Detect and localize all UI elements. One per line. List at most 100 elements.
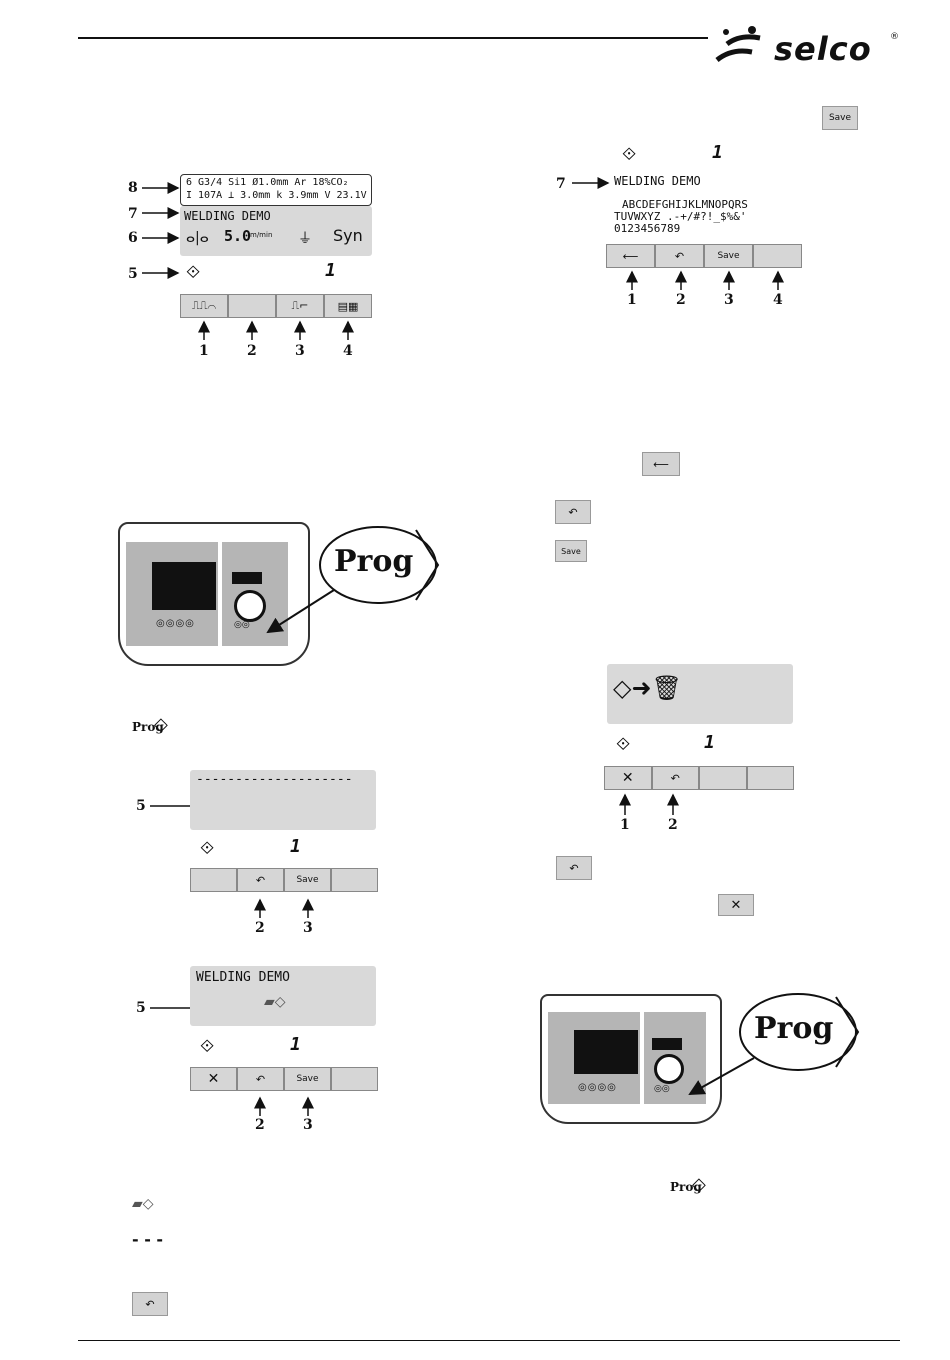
fig1-key-2[interactable] [228, 294, 276, 318]
panel-small-buttons[interactable]: ◎◎ [654, 1084, 670, 1094]
fig3-counter: 1 [290, 836, 301, 857]
wire-feed-icon: ⴰ|ⴰ [186, 230, 209, 246]
fig6-key-3[interactable] [699, 766, 747, 790]
fig6-keybar: ✕ ↶ [604, 766, 794, 790]
fig1-callout-6: 6 [128, 230, 138, 246]
fig4-key-1[interactable]: ✕ [190, 1067, 237, 1091]
fig5-key-1[interactable]: ⟵ [606, 244, 655, 268]
wire-speed-unit: m/min [250, 231, 273, 239]
fig1-callout-5: 5 [128, 266, 138, 282]
prog-inline-icon: Prog ◇ [132, 714, 168, 735]
fig3-key-num-3: 3 [303, 920, 313, 936]
panel-mini-display [652, 1038, 682, 1050]
fig4-key-3[interactable]: Save [284, 1067, 331, 1091]
brand-text: selco [774, 30, 872, 68]
fig1-callout-8: 8 [128, 180, 138, 196]
fig1-key-1[interactable]: ⎍⎍⌒ [180, 294, 228, 318]
fig5-key-num-3: 3 [724, 292, 734, 308]
fig3-callout-5: 5 [136, 798, 146, 814]
delete-program-icon: ◇➜🗑 [613, 674, 683, 702]
pulse-icon: ⎍⌐ [291, 299, 309, 312]
save-icon: Save [296, 1074, 319, 1084]
panel-buttons[interactable]: ◎◎◎◎ [156, 618, 195, 629]
fig3-key-4[interactable] [331, 868, 378, 892]
memory-chip-icon: ▰◇ [264, 994, 286, 1010]
fig1-key-4[interactable]: ▤▦ [324, 294, 372, 318]
back-icon: ↶ [255, 873, 266, 887]
synergic-mode: Syn [333, 226, 363, 245]
header-rule [78, 37, 708, 39]
left-arrow-icon: ⟵ [622, 249, 639, 263]
menu-grid-icon: ▤▦ [337, 299, 359, 313]
back-icon: ↶ [255, 1072, 266, 1086]
fig6-key-4[interactable] [746, 766, 794, 790]
fig5-counter: 1 [712, 142, 723, 163]
fig4-key-4[interactable] [331, 1067, 378, 1091]
program-counter: 1 [325, 260, 336, 281]
panel-screen [574, 1030, 638, 1074]
fig3-key-1[interactable] [190, 868, 237, 892]
fig1-key-3[interactable]: ⎍⌐ [276, 294, 324, 318]
fig3-key-2[interactable]: ↶ [237, 868, 284, 892]
fig4-lcd: WELDING DEMO ▰◇ [190, 966, 376, 1026]
fig4-key-num-2: 2 [255, 1117, 265, 1133]
registered-mark: ® [890, 32, 899, 42]
left-arrow-key: ⟵ [642, 452, 680, 476]
panel-knob[interactable] [654, 1054, 684, 1084]
panel-mini-display [232, 572, 262, 584]
panel-knob[interactable] [234, 590, 266, 622]
back-icon: ↶ [568, 505, 578, 519]
back-icon: ↶ [569, 861, 579, 875]
wire-speed: 5.0 [224, 227, 252, 245]
back-icon: ↶ [145, 1297, 155, 1311]
fig6-program-icon: ⟐ [616, 734, 631, 755]
fig4-program-icon: ⟐ [200, 1036, 215, 1057]
fig1-key-num-1: 1 [199, 343, 209, 359]
fig4-title: WELDING DEMO [196, 970, 290, 985]
info-line-1: 6 G3/4 Si1 Ø1.0mm Ar 18%CO₂ [186, 177, 349, 188]
fig1-key-num-3: 3 [295, 343, 305, 359]
back-key-inline: ↶ [555, 500, 591, 524]
fig6-key-num-2: 2 [668, 817, 678, 833]
fig3-key-num-2: 2 [255, 920, 265, 936]
fig6-key-num-1: 1 [620, 817, 630, 833]
fig1-callout-7: 7 [128, 206, 138, 222]
footer-rule [78, 1340, 900, 1341]
fig6-key-1[interactable]: ✕ [604, 766, 652, 790]
info-box: 6 G3/4 Si1 Ø1.0mm Ar 18%CO₂ I 107A ⟂ 3.0… [180, 174, 372, 206]
legend-dashes: - - - [132, 1230, 164, 1249]
selco-logo: selco ® [712, 22, 902, 70]
fig5-key-4[interactable] [753, 244, 802, 268]
fig5-key-2[interactable]: ↶ [655, 244, 704, 268]
prog-inline-label: Prog [670, 1180, 702, 1194]
fig4-keybar: ✕ ↶ Save [190, 1067, 378, 1091]
program-title: WELDING DEMO [184, 209, 271, 223]
fig5-key-3[interactable]: Save [704, 244, 753, 268]
main-lcd: WELDING DEMO ⴰ|ⴰ 5.0 m/min ⏚ Syn [180, 206, 372, 256]
fig4-counter: 1 [290, 1034, 301, 1055]
fig3-dashes: -------------------- [196, 772, 353, 787]
fig5-keybar: ⟵ ↶ Save [606, 244, 802, 268]
fig7-prog-label: Prog [754, 1011, 834, 1046]
close-key-inline: ✕ [718, 894, 754, 916]
fig5-key-num-4: 4 [773, 292, 783, 308]
wire-curve-icon: ⎍⎍⌒ [191, 299, 217, 312]
fig2-prog-label: Prog [334, 544, 414, 579]
fig6-key-2[interactable]: ↶ [651, 766, 699, 790]
fig1-keybar: ⎍⎍⌒ ⎍⌐ ▤▦ [180, 294, 372, 318]
torch-icon: ⏚ [298, 231, 312, 247]
fig1-key-num-4: 4 [343, 343, 353, 359]
fig3-key-3[interactable]: Save [284, 868, 331, 892]
save-icon: Save [717, 251, 740, 261]
panel-small-buttons[interactable]: ◎◎ [234, 620, 250, 630]
left-arrow-icon: ⟵ [653, 457, 669, 471]
panel-buttons[interactable]: ◎◎◎◎ [578, 1082, 617, 1093]
fig4-key-2[interactable]: ↶ [237, 1067, 284, 1091]
fig7-panel: ◎◎◎◎ ◎◎ [540, 994, 722, 1124]
info-line-2: I 107A ⟂ 3.0mm k 3.9mm V 23.1V [186, 190, 367, 201]
fig5-key-num-1: 1 [627, 292, 637, 308]
fig3-program-icon: ⟐ [200, 838, 215, 859]
fig5-callout-7: 7 [556, 176, 566, 192]
